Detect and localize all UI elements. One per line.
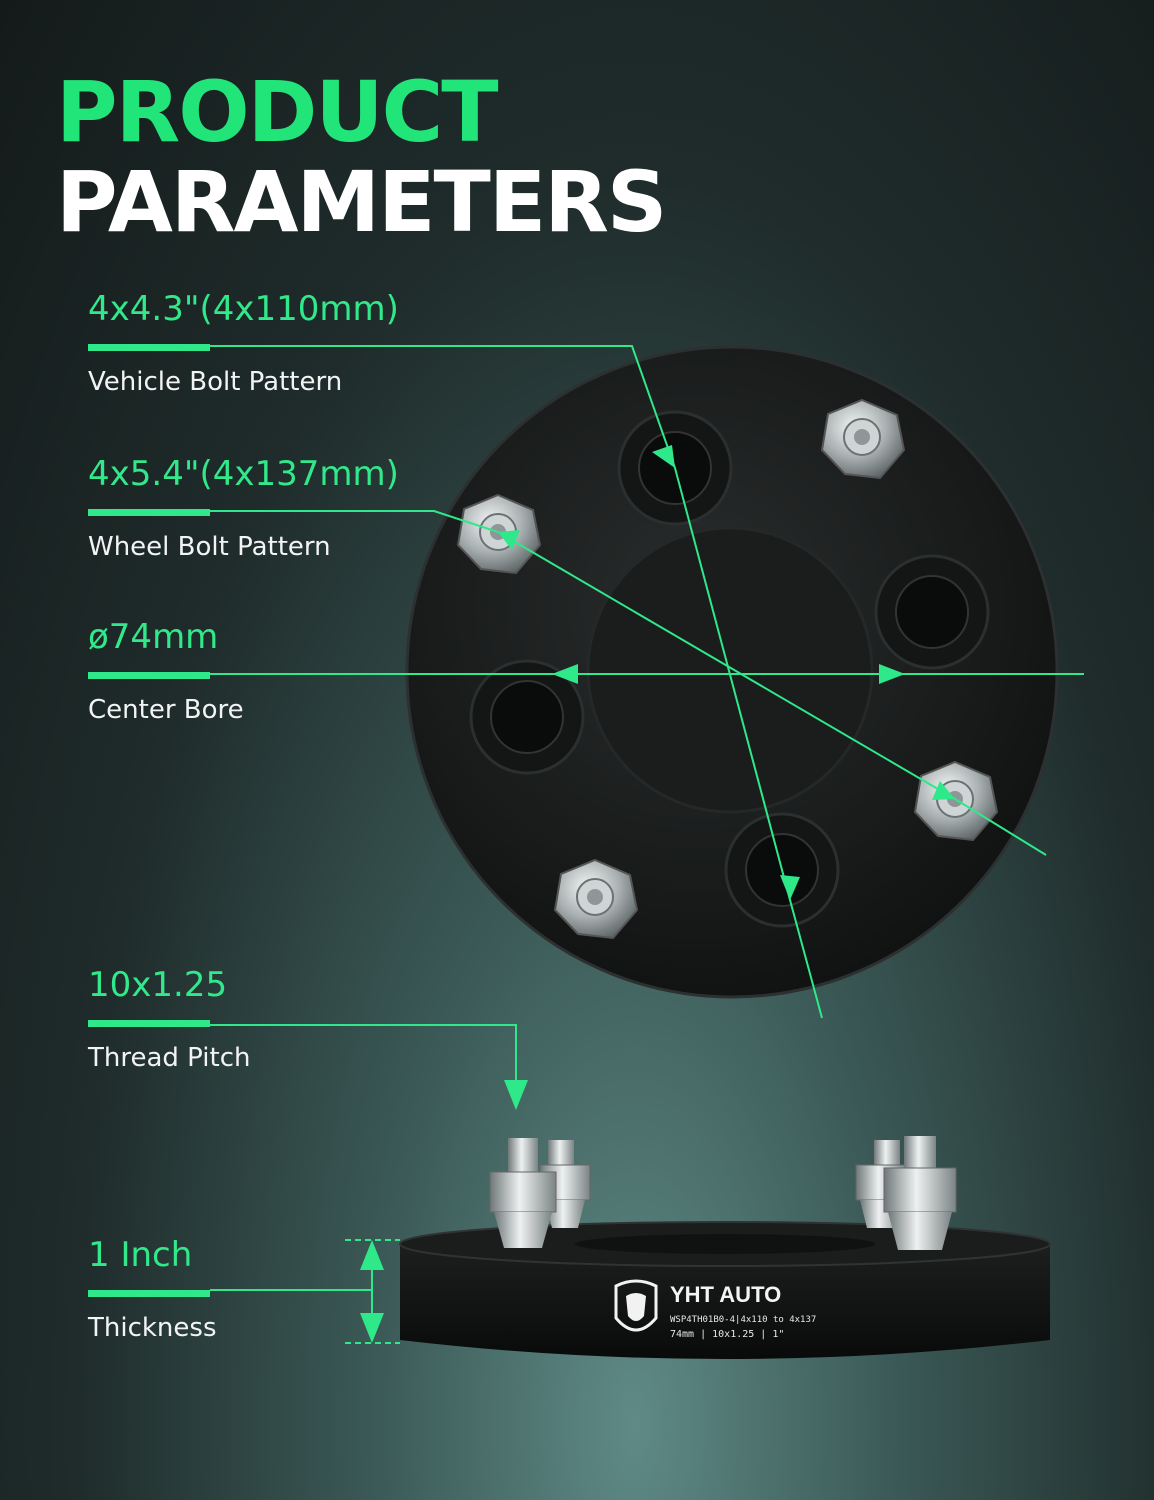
accent-bar [88, 1020, 210, 1027]
spacer-side-view: YHT AUTO WSP4TH01B0-4|4x110 to 4x137 74m… [399, 1136, 1051, 1359]
spec-label: Vehicle Bolt Pattern [88, 367, 343, 397]
accent-bar [88, 509, 210, 516]
spec-value: 1 Inch [88, 1235, 193, 1275]
headline-parameters: PARAMETERS [56, 153, 667, 251]
arrow-icon [360, 445, 955, 1343]
lug-nut-icon [553, 858, 639, 940]
headline-product: PRODUCT [56, 63, 499, 161]
spec-value: ø74mm [88, 617, 219, 657]
spec-value: 4x4.3"(4x110mm) [88, 289, 399, 329]
spec-thickness: 1 Inch Thickness [88, 1238, 217, 1341]
spec-label: Wheel Bolt Pattern [88, 532, 331, 562]
spec-vehicle-bolt-pattern: 4x4.3"(4x110mm) Vehicle Bolt Pattern [88, 292, 399, 395]
lug-nut-icon [820, 398, 906, 480]
spec-value: 10x1.25 [88, 965, 228, 1005]
lug-nut-icon [883, 1136, 957, 1250]
spec-value: 4x5.4"(4x137mm) [88, 454, 399, 494]
accent-bar [88, 1290, 210, 1297]
spec-center-bore: ø74mm Center Bore [88, 620, 244, 723]
spec-label: Thickness [88, 1313, 217, 1343]
spacer-top-view [405, 345, 1059, 999]
model-line: WSP4TH01B0-4|4x110 to 4x137 [670, 1315, 816, 1325]
lion-logo-icon [614, 1279, 658, 1332]
stud-hole-icon [469, 659, 585, 775]
accent-bar [88, 344, 210, 351]
spec-thread-pitch: 10x1.25 Thread Pitch [88, 968, 250, 1071]
brand-name: YHT AUTO [670, 1282, 781, 1307]
spec-wheel-bolt-pattern: 4x5.4"(4x137mm) Wheel Bolt Pattern [88, 457, 399, 560]
spec-label: Thread Pitch [88, 1043, 251, 1073]
callout-thread-pitch [210, 1024, 517, 1100]
spec-line: 74mm | 10x1.25 | 1" [670, 1329, 784, 1340]
lug-nut-icon [489, 1138, 557, 1248]
accent-bar [88, 672, 210, 679]
stud-hole-icon [874, 554, 990, 670]
spec-label: Center Bore [88, 695, 244, 725]
